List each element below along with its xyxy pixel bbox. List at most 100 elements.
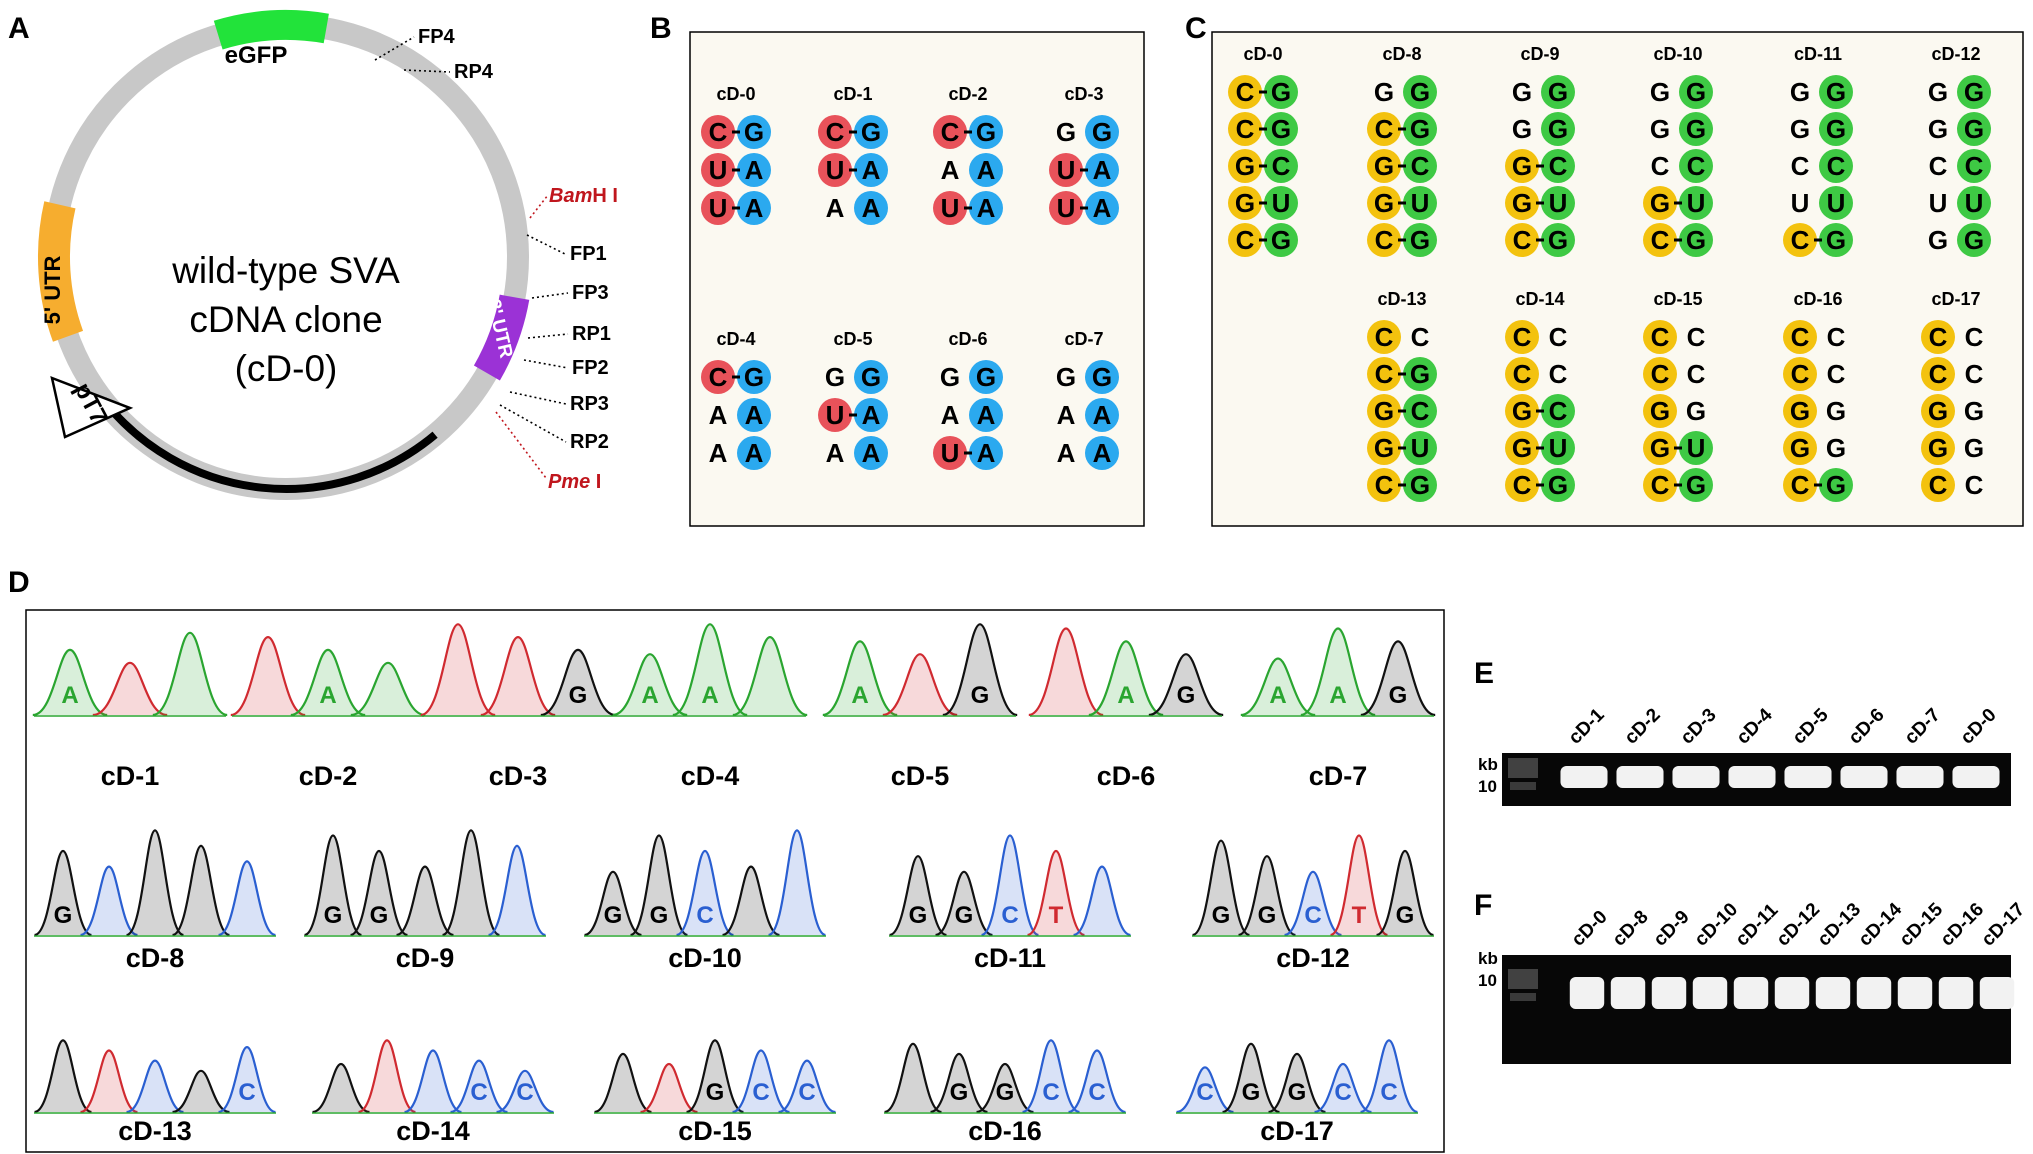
nucleotide-left: C: [1375, 225, 1394, 255]
nucleotide-left: C: [941, 117, 960, 147]
nucleotide-left: C: [1651, 470, 1670, 500]
nucleotide-circle-left: [1367, 468, 1401, 502]
gel-ladder-band: [1510, 782, 1536, 790]
plasmid-black-region: [100, 397, 438, 493]
nucleotide-circle-right: [1264, 149, 1298, 183]
clone-label: cD-6: [948, 329, 987, 349]
clone-label: cD-8: [1382, 44, 1421, 64]
nucleotide-circle-right: [1403, 186, 1437, 220]
primer-leader-line: [509, 391, 567, 405]
gel-e-kb-label: kb: [1478, 755, 1498, 774]
base-call-label: G: [1288, 1079, 1307, 1106]
nucleotide-right: A: [862, 400, 881, 430]
chromatogram-peak: [1088, 640, 1164, 717]
nucleotide-right: U: [1272, 188, 1291, 218]
nucleotide-left: G: [1374, 151, 1394, 181]
chromatogram-peak: [882, 653, 958, 717]
nucleotide-circle-right: [1541, 75, 1575, 109]
nucleotide-right: C: [1272, 151, 1291, 181]
nucleotide-left: C: [826, 117, 845, 147]
gel-f-kb-label: kb: [1478, 949, 1498, 968]
chromatogram-peak: [1300, 627, 1376, 717]
nucleotide-circle-left: [1643, 394, 1677, 428]
nucleotide-right: G: [1964, 396, 1984, 426]
chromatogram-label: cD-16: [968, 1116, 1042, 1146]
chromatogram-peak: [34, 849, 92, 937]
gel-band: [1651, 977, 1687, 1009]
chromatogram-label: cD-5: [891, 761, 950, 791]
chromatogram-peak: [304, 834, 362, 937]
chromatogram-peak: [350, 849, 408, 937]
gel-band: [1610, 977, 1646, 1009]
nucleotide-right: A: [862, 438, 881, 468]
nucleotide-circle-right: [1085, 191, 1119, 225]
base-call-label: A: [61, 682, 78, 709]
nucleotide-right: G: [1826, 470, 1846, 500]
nucleotide-circle-right: [1679, 468, 1713, 502]
nucleotide-circle-left: [1921, 468, 1955, 502]
nucleotide-right: G: [1686, 396, 1706, 426]
chromatogram-peak: [80, 865, 138, 937]
nucleotide-left: G: [1374, 396, 1394, 426]
panel-label-b: B: [650, 12, 672, 45]
gel-band: [1979, 977, 2015, 1009]
gel-lane-label: cD-12: [1773, 899, 1824, 950]
nucleotide-left: C: [1929, 470, 1948, 500]
nucleotide-circle-right: [969, 398, 1003, 432]
nucleotide-circle-left: [1367, 431, 1401, 465]
nucleotide-circle-right: [737, 191, 771, 225]
utr5-label: 5' UTR: [40, 255, 65, 324]
nucleotide-left: C: [1513, 470, 1532, 500]
gel-lane-label: cD-0: [1568, 907, 1612, 951]
nucleotide-right: C: [1687, 151, 1706, 181]
primer-rp4: RP4: [454, 61, 494, 83]
nucleotide-circle-right: [1679, 223, 1713, 257]
nucleotide-right: A: [1093, 155, 1112, 185]
nucleotide-circle-left: [1367, 320, 1401, 354]
chromatogram-peak: [935, 870, 993, 937]
nucleotide-circle-right: [1541, 112, 1575, 146]
nucleotide-circle-right: [1819, 223, 1853, 257]
nucleotide-circle-right: [1264, 186, 1298, 220]
nucleotide-left: C: [1651, 359, 1670, 389]
nucleotide-right: A: [862, 155, 881, 185]
nucleotide-left: C: [1791, 322, 1810, 352]
nucleotide-circle-right: [737, 398, 771, 432]
nucleotide-circle-left: [933, 115, 967, 149]
gel-ladder-lane: [1508, 969, 1538, 989]
base-call-label: G: [1389, 682, 1408, 709]
nucleotide-circle-right: [1264, 75, 1298, 109]
nucleotide-right: C: [1411, 151, 1430, 181]
nucleotide-right: G: [1686, 77, 1706, 107]
nucleotide-right: C: [1827, 359, 1846, 389]
base-call-label: G: [971, 682, 990, 709]
nucleotide-right: G: [1964, 114, 1984, 144]
chromatogram-peak: [1376, 849, 1434, 937]
gel-band: [1569, 977, 1605, 1009]
nucleotide-right: G: [1271, 77, 1291, 107]
nucleotide-left: G: [1650, 396, 1670, 426]
egfp-label: eGFP: [225, 42, 288, 69]
chromatogram-peak: [1240, 657, 1316, 717]
nucleotide-circle-right: [737, 360, 771, 394]
nucleotide-circle-right: [1957, 149, 1991, 183]
clone-label: cD-10: [1653, 44, 1702, 64]
chromatogram-label: cD-11: [974, 943, 1046, 973]
plasmid-name-line3: (cD-0): [235, 348, 338, 389]
base-call-label: C: [696, 902, 713, 929]
nucleotide-circle-left: [1367, 112, 1401, 146]
nucleotide-right: A: [745, 155, 764, 185]
chromatogram-peak: [672, 623, 748, 717]
gel-lane-label: cD-9: [1650, 907, 1694, 951]
clone-label: cD-14: [1515, 289, 1564, 309]
chromatogram-peak: [1022, 1039, 1080, 1114]
